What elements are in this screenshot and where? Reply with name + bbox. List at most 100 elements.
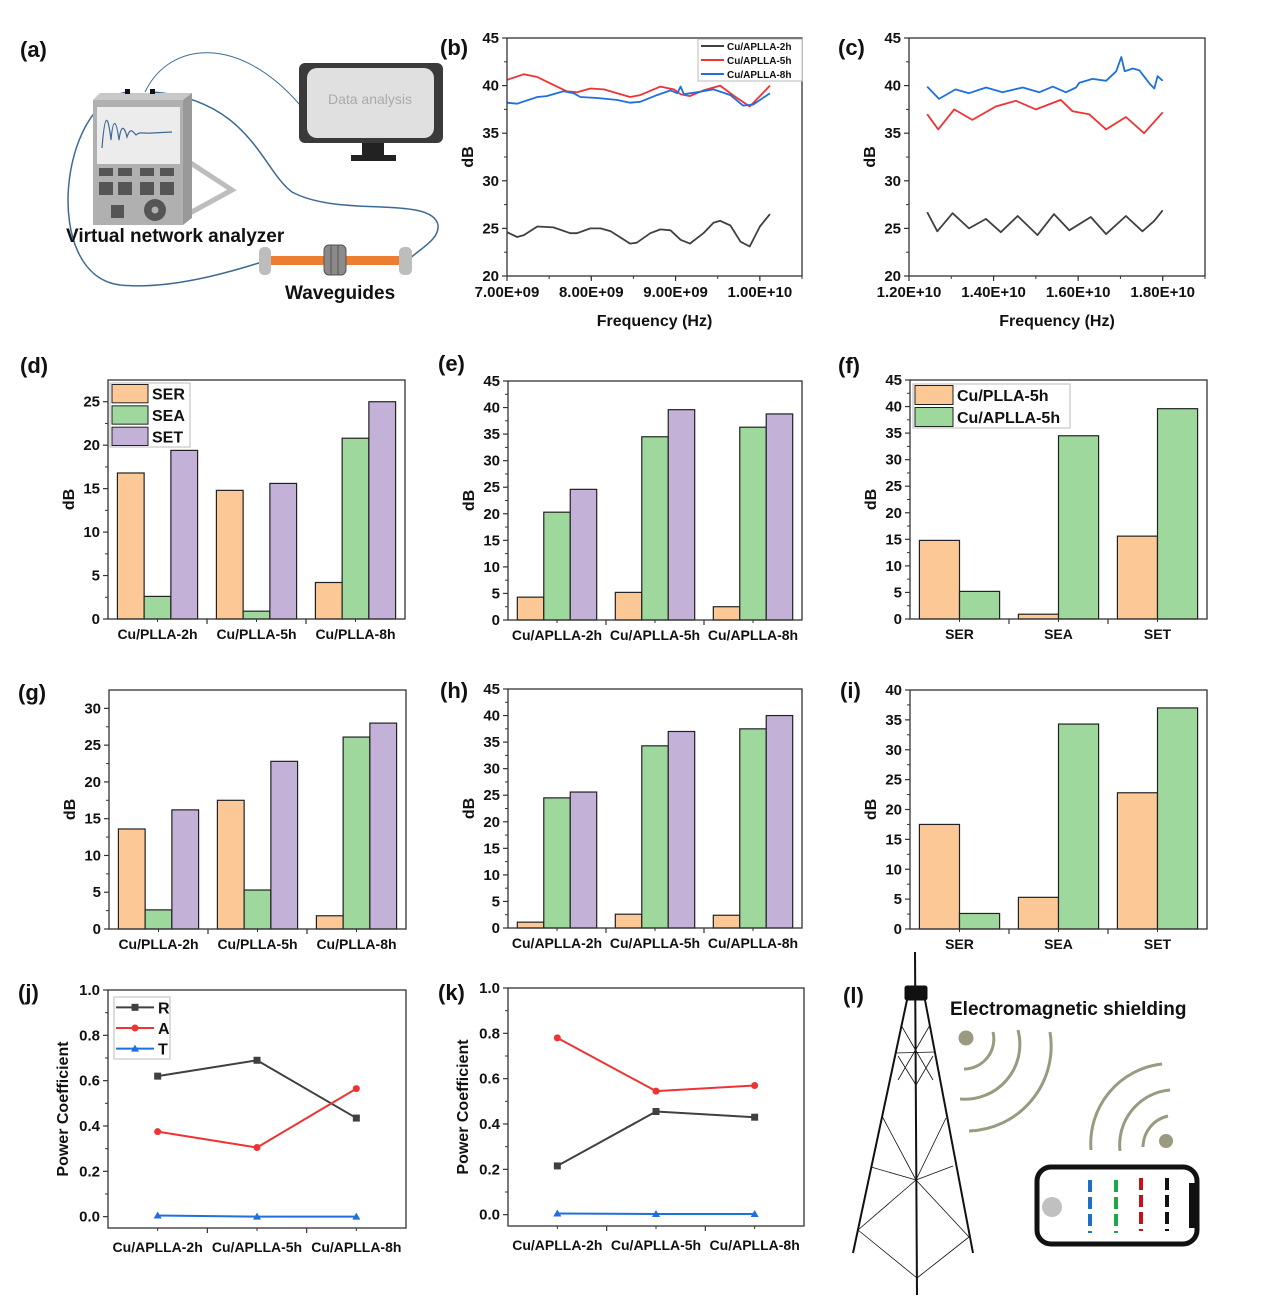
y-tick-label: 45 bbox=[885, 372, 902, 389]
panel-label-j: (j) bbox=[18, 980, 39, 1005]
y-tick-label: 1.0 bbox=[479, 980, 500, 997]
category-label: Cu/APLLA-5h bbox=[212, 1239, 302, 1255]
marker-triangle bbox=[131, 1044, 139, 1052]
y-tick-label: 30 bbox=[885, 452, 902, 469]
panel-a-illustration: Data analysis Virtual network analyzer W… bbox=[66, 52, 443, 304]
category-label: Cu/APLLA-5h bbox=[610, 627, 700, 643]
port-2 bbox=[150, 89, 155, 94]
phone-home-button bbox=[1042, 1197, 1062, 1217]
y-tick-label: 20 bbox=[885, 505, 902, 522]
legend-label: T bbox=[158, 1042, 168, 1059]
panel-label-g: (g) bbox=[18, 680, 46, 705]
y-tick-label: 45 bbox=[483, 681, 500, 698]
y-tick-label: 35 bbox=[884, 125, 901, 142]
waveguide-flange-left bbox=[259, 247, 271, 275]
y-tick-label: 35 bbox=[483, 426, 500, 443]
series-line-1 bbox=[926, 99, 1164, 135]
panel-l-illustration: Electromagnetic shielding bbox=[852, 951, 1200, 1296]
analyzer-label: Virtual network analyzer bbox=[66, 226, 285, 247]
panel-label-f: (f) bbox=[838, 353, 860, 378]
category-label: Cu/PLLA-8h bbox=[316, 936, 396, 952]
category-label: SET bbox=[1144, 936, 1172, 952]
monitor-text: Data analysis bbox=[328, 91, 412, 107]
panel-label-e: (e) bbox=[438, 351, 465, 376]
y-tick-label: 0 bbox=[492, 920, 500, 937]
monitor-base bbox=[351, 155, 396, 161]
marker-triangle bbox=[253, 1212, 261, 1220]
tower-leg-right bbox=[924, 999, 974, 1254]
category-label: SEA bbox=[1044, 626, 1073, 642]
y-tick-label: 10 bbox=[885, 861, 902, 878]
series-line-2 bbox=[926, 56, 1164, 100]
y-axis-label: dB bbox=[461, 798, 478, 819]
y-tick-label: 5 bbox=[93, 884, 101, 901]
bar-series1-0 bbox=[958, 912, 1001, 930]
y-tick-label: 35 bbox=[482, 125, 499, 142]
marker-circle bbox=[553, 1034, 561, 1042]
y-axis-label: Power Coefficient bbox=[55, 1041, 72, 1177]
y-axis-label: dB bbox=[863, 489, 880, 510]
plot-frame bbox=[507, 380, 803, 621]
y-tick-label: 30 bbox=[483, 453, 500, 470]
bar-ser-0 bbox=[116, 472, 145, 620]
bar-ser-1 bbox=[215, 489, 244, 620]
series-line-0 bbox=[926, 209, 1164, 237]
bar-series1-0 bbox=[144, 909, 173, 930]
y-axis-label: dB bbox=[460, 146, 477, 167]
marker-square bbox=[751, 1113, 759, 1121]
y-tick-label: 40 bbox=[885, 399, 902, 416]
category-label: Cu/PLLA-8h bbox=[315, 626, 395, 642]
category-label: Cu/APLLA-8h bbox=[708, 935, 798, 951]
waveform-icon bbox=[101, 119, 173, 149]
y-tick-label: 20 bbox=[483, 506, 500, 523]
category-label: Cu/APLLA-2h bbox=[113, 1239, 203, 1255]
bar-series2-1 bbox=[667, 409, 696, 621]
marker-square bbox=[253, 1056, 261, 1064]
series-line-1 bbox=[506, 73, 771, 108]
legend-label: R bbox=[158, 1000, 170, 1017]
y-tick-label: 25 bbox=[483, 787, 500, 804]
category-label: Cu/APLLA-2h bbox=[512, 627, 602, 643]
y-tick-label: 35 bbox=[483, 734, 500, 751]
bar-series0-0 bbox=[918, 823, 961, 930]
bar-series1-1 bbox=[1057, 723, 1100, 930]
y-tick-label: 0.8 bbox=[79, 1027, 100, 1044]
y-axis-label: dB bbox=[862, 146, 879, 167]
bar-sea-2 bbox=[341, 437, 370, 620]
bar-series1-1 bbox=[641, 436, 669, 621]
marker-circle bbox=[652, 1087, 660, 1095]
panel-label-b: (b) bbox=[440, 35, 468, 60]
bar-sea-0 bbox=[143, 595, 172, 620]
y-tick-label: 25 bbox=[885, 772, 902, 789]
y-tick-label: 1.0 bbox=[79, 982, 100, 999]
bar-cu/plla-5h-0 bbox=[918, 539, 961, 620]
x-tick-label: 1.20E+10 bbox=[877, 284, 942, 301]
legend-label: SEA bbox=[152, 408, 185, 425]
tower-mast bbox=[914, 951, 918, 1296]
bar-series0-0 bbox=[117, 828, 146, 930]
legend-label: Cu/APLLA-5h bbox=[957, 410, 1060, 427]
plot-frame bbox=[108, 689, 407, 930]
bar-series0-0 bbox=[516, 596, 545, 621]
marker-triangle bbox=[750, 1209, 759, 1217]
y-tick-label: 10 bbox=[483, 559, 500, 576]
analyzer-side bbox=[183, 93, 192, 225]
legend-swatch bbox=[111, 405, 149, 425]
bar-cu/aplla-5h-0 bbox=[958, 590, 1001, 620]
y-axis-label: Power Coefficient bbox=[455, 1039, 472, 1175]
bar-set-2 bbox=[368, 401, 397, 620]
plot-frame bbox=[909, 379, 1208, 620]
x-tick-label: 1.40E+10 bbox=[961, 284, 1026, 301]
x-tick-label: 9.00E+09 bbox=[643, 284, 708, 301]
bar-series2-1 bbox=[270, 760, 299, 930]
bar-series1-2 bbox=[342, 736, 371, 930]
category-label: Cu/PLLA-5h bbox=[216, 626, 296, 642]
y-tick-label: 30 bbox=[482, 173, 499, 190]
category-label: Cu/APLLA-8h bbox=[311, 1239, 401, 1255]
waveguide-flange-right bbox=[399, 247, 412, 275]
y-tick-label: 35 bbox=[885, 425, 902, 442]
y-tick-label: 0 bbox=[92, 611, 100, 628]
